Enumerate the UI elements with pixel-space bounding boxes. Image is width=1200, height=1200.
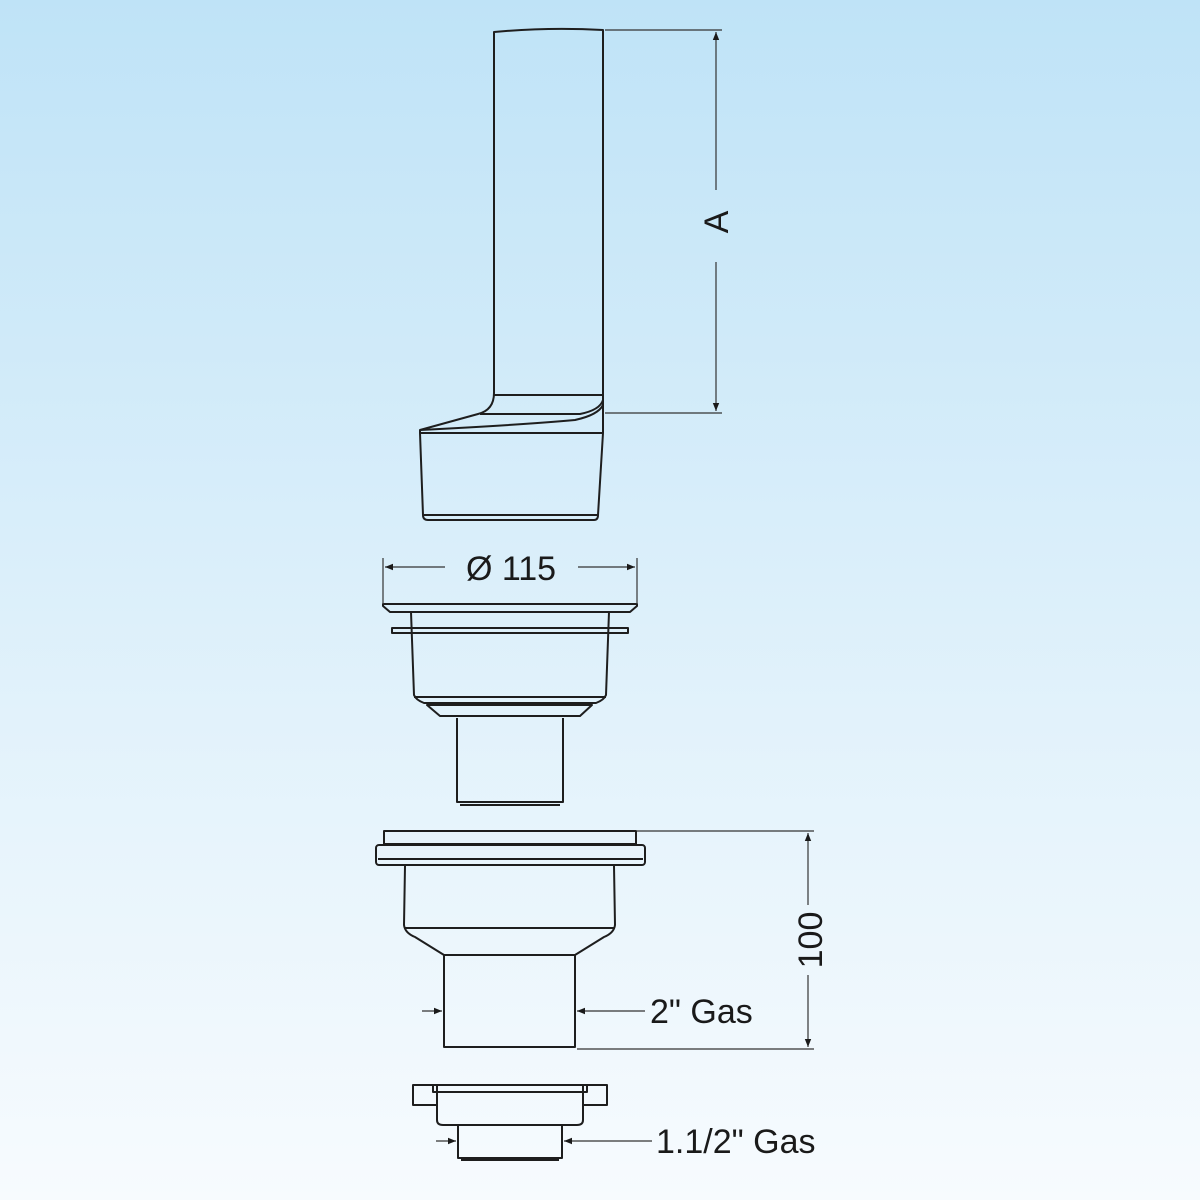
dimension-a: A — [605, 29, 736, 414]
thread-small-label: 1.1/2" Gas — [656, 1123, 816, 1161]
thread-large-callout: 2" Gas — [422, 993, 753, 1031]
sink-waste-body — [375, 830, 646, 1048]
diameter-label: Ø 115 — [466, 550, 556, 588]
overflow-pipe — [419, 27, 604, 521]
thread-large-label: 2" Gas — [650, 993, 753, 1031]
dimension-a-label: A — [698, 210, 736, 233]
height-label: 100 — [792, 912, 830, 969]
adapter-nut — [412, 1084, 608, 1161]
strainer-basket — [382, 603, 638, 806]
dimension-height: 100 — [577, 830, 830, 1050]
thread-small-callout: 1.1/2" Gas — [436, 1123, 816, 1161]
dimension-diameter: Ø 115 — [382, 550, 638, 604]
